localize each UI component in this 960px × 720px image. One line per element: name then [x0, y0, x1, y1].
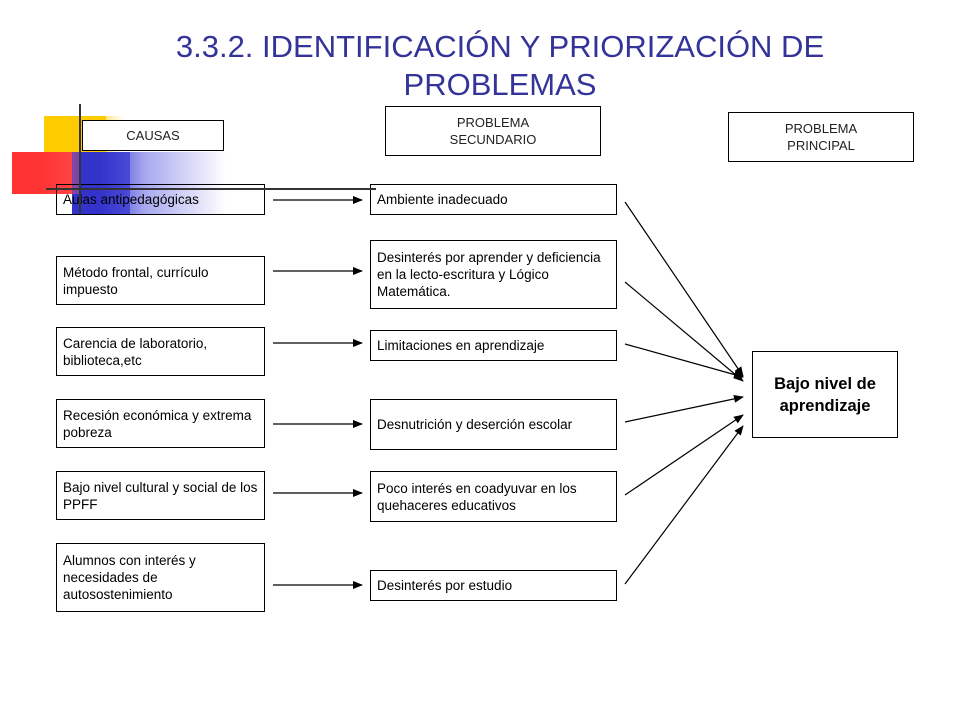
causa-box-6: Alumnos con interés y necesidades de aut… [56, 543, 265, 612]
secundario-box-1: Ambiente inadecuado [370, 184, 617, 215]
causa-box-5: Bajo nivel cultural y social de los PPFF [56, 471, 265, 520]
arrow-secundario-3 [624, 343, 744, 379]
decor-horizontal-line [46, 188, 376, 190]
causa-box-3: Carencia de laboratorio, biblioteca,etc [56, 327, 265, 376]
arrow-secundario-6 [624, 425, 744, 585]
arrow-secundario-1 [624, 201, 744, 377]
secundario-box-5: Poco interés en coadyuvar en los quehace… [370, 471, 617, 522]
header-problema-secundario: PROBLEMA SECUNDARIO [385, 106, 601, 156]
header-problema-principal: PROBLEMA PRINCIPAL [728, 112, 914, 162]
principal-box: Bajo nivel de aprendizaje [752, 351, 898, 438]
arrow-secundario-2 [624, 281, 744, 382]
causa-box-1: Aulas antipedagógicas [56, 184, 265, 215]
secundario-box-4: Desnutrición y deserción escolar [370, 399, 617, 450]
arrow-secundario-4 [624, 394, 744, 423]
secundario-box-2: Desinterés por aprender y deficiencia en… [370, 240, 617, 309]
decor-vertical-line [79, 104, 81, 214]
secundario-box-6: Desinterés por estudio [370, 570, 617, 601]
decor-red-gradient [40, 152, 80, 194]
secundario-box-3: Limitaciones en aprendizaje [370, 330, 617, 361]
slide-title: 3.3.2. IDENTIFICACIÓN Y PRIORIZACIÓN DE … [175, 29, 825, 102]
arrow-secundario-5 [624, 414, 744, 496]
header-causas: CAUSAS [82, 120, 224, 151]
causa-box-2: Método frontal, currículo impuesto [56, 256, 265, 305]
causa-box-4: Recesión económica y extrema pobreza [56, 399, 265, 448]
decor-blue-gradient [100, 152, 280, 214]
